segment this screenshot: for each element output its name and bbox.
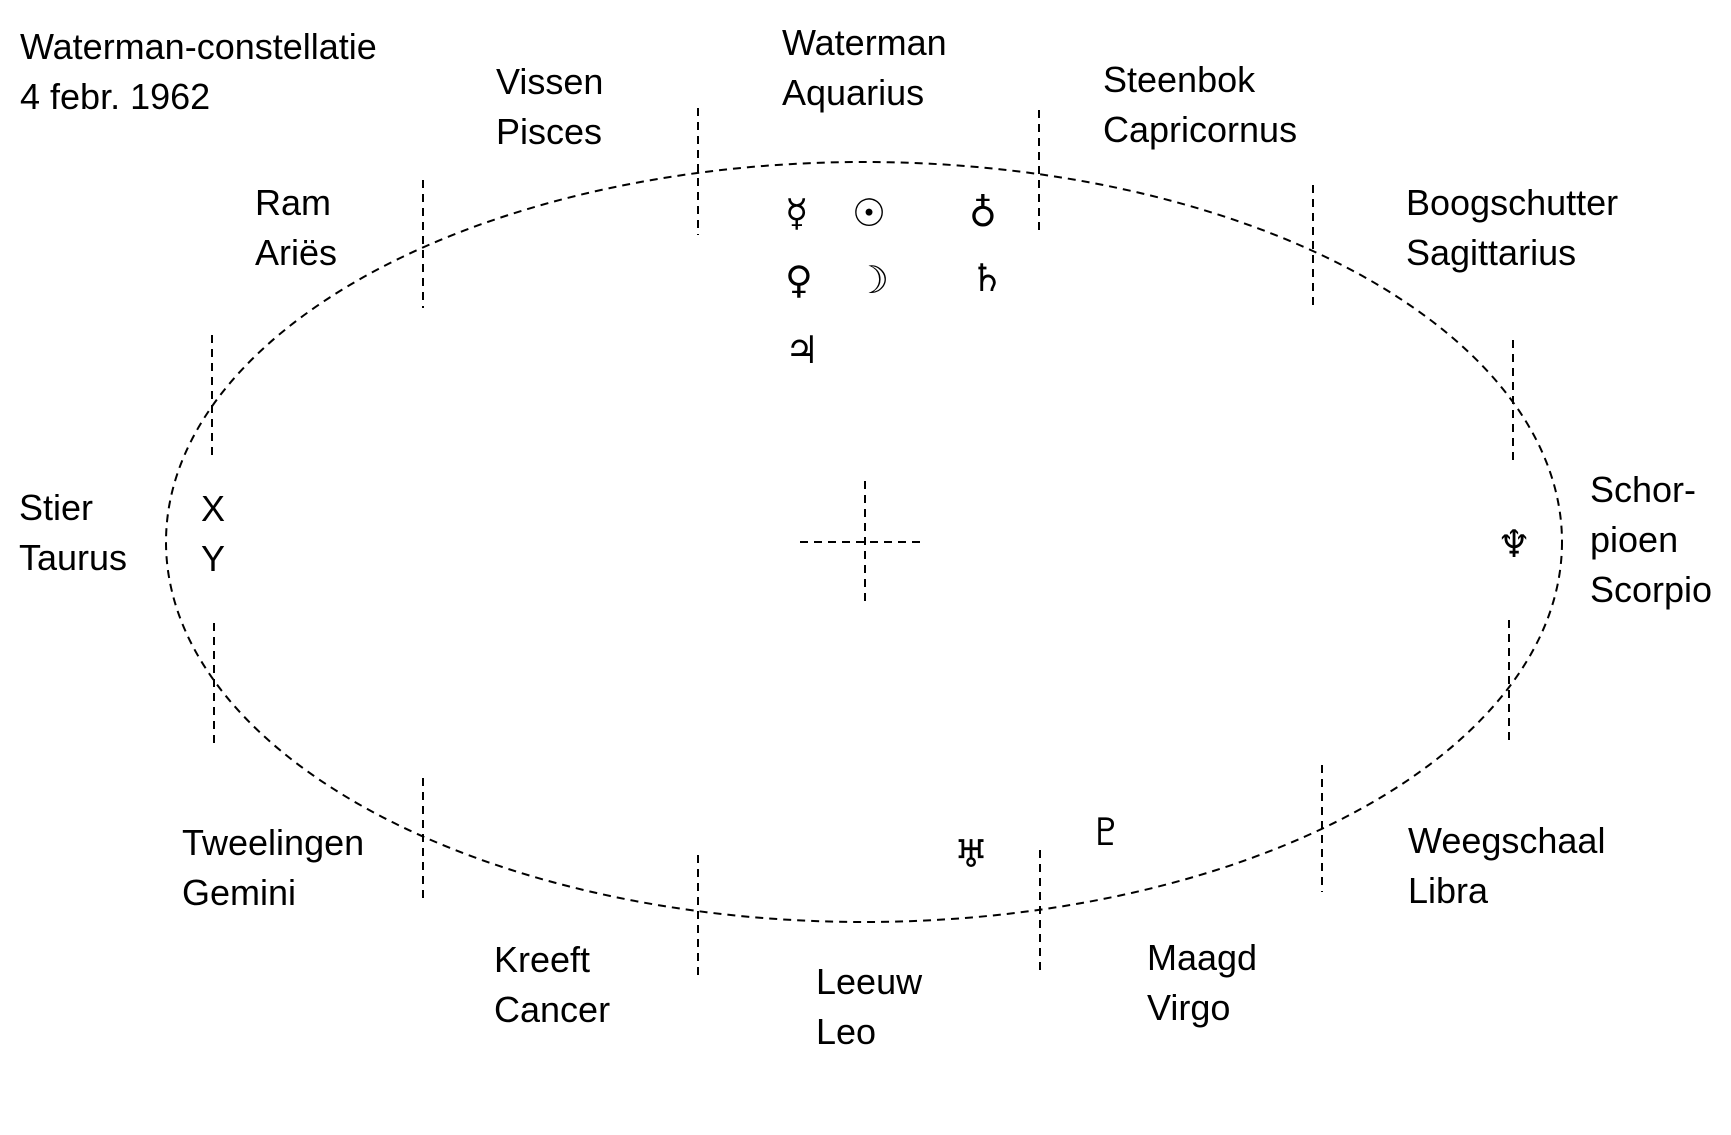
label-sagittarius-nl: Boogschutter — [1406, 182, 1619, 223]
label-sagittarius: Boogschutter Sagittarius — [1406, 178, 1618, 278]
moon-icon: ☽ — [855, 258, 890, 302]
label-libra-nl: Weegschaal — [1408, 820, 1606, 861]
label-leo: Leeuw Leo — [816, 957, 922, 1057]
label-pisces-latin: Pisces — [496, 111, 603, 152]
label-virgo-nl: Maagd — [1147, 937, 1258, 978]
label-taurus: Stier Taurus — [19, 483, 127, 583]
title-line-2: 4 febr. 1962 — [20, 76, 211, 117]
marker-x: X — [201, 488, 226, 529]
label-aries-latin: Ariës — [255, 232, 338, 273]
label-cancer: Kreeft Cancer — [494, 935, 610, 1035]
label-aquarius: Waterman Aquarius — [782, 18, 947, 118]
label-gemini: Tweelingen Gemini — [182, 818, 364, 918]
label-virgo: Maagd Virgo — [1147, 933, 1257, 1033]
uranus-icon: ♅ — [954, 832, 989, 876]
pluto-icon: ♇ — [1089, 810, 1124, 854]
label-taurus-latin: Taurus — [19, 537, 128, 578]
venus-icon: ♀ — [785, 258, 813, 302]
neptune-icon: ♆ — [1497, 522, 1532, 566]
label-aries-nl: Ram — [255, 182, 332, 223]
label-taurus-nl: Stier — [19, 487, 94, 528]
label-pisces-nl: Vissen — [496, 61, 604, 102]
label-scorpio-nl-1: Schor- — [1590, 469, 1697, 510]
jupiter-icon: ♃ — [785, 328, 820, 372]
label-scorpio-latin: Scorpio — [1590, 569, 1713, 610]
label-capricornus-latin: Capricornus — [1103, 109, 1298, 150]
label-gemini-latin: Gemini — [182, 872, 297, 913]
mercury-icon: ☿ — [785, 191, 809, 235]
label-aquarius-latin: Aquarius — [782, 72, 925, 113]
label-pisces: Vissen Pisces — [496, 57, 603, 157]
label-leo-latin: Leo — [816, 1011, 877, 1052]
saturn-icon: ♄ — [970, 256, 1005, 300]
label-cancer-nl: Kreeft — [494, 939, 591, 980]
label-aquarius-nl: Waterman — [782, 22, 947, 63]
label-virgo-latin: Virgo — [1147, 987, 1231, 1028]
label-scorpio: Schor- pioen Scorpio — [1590, 465, 1712, 615]
label-libra: Weegschaal Libra — [1408, 816, 1605, 916]
label-sagittarius-latin: Sagittarius — [1406, 232, 1577, 273]
sun-icon: ☉ — [852, 191, 887, 235]
label-aries: Ram Ariës — [255, 178, 337, 278]
marker-y: Y — [201, 538, 226, 579]
label-capricornus-nl: Steenbok — [1103, 59, 1256, 100]
ecliptic-ellipse — [165, 161, 1563, 923]
label-leo-nl: Leeuw — [816, 961, 923, 1002]
mars-icon: ♁ — [969, 191, 997, 235]
diagram-title: Waterman-constellatie 4 febr. 1962 — [20, 22, 377, 122]
label-scorpio-nl-2: pioen — [1590, 519, 1679, 560]
label-cancer-latin: Cancer — [494, 989, 611, 1030]
label-gemini-nl: Tweelingen — [182, 822, 365, 863]
title-line-1: Waterman-constellatie — [20, 26, 377, 67]
label-libra-latin: Libra — [1408, 870, 1489, 911]
label-capricornus: Steenbok Capricornus — [1103, 55, 1297, 155]
